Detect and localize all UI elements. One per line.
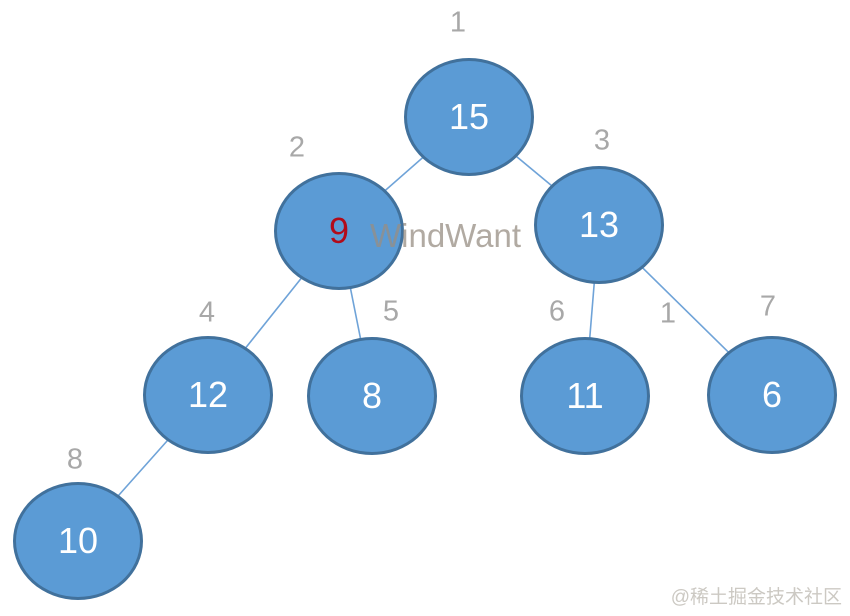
- node-value: 11: [566, 375, 604, 416]
- order-label-2: 2: [288, 131, 306, 164]
- node-value-highlighted: 9: [328, 210, 350, 251]
- order-label-3: 3: [593, 124, 611, 157]
- order-label-6: 6: [548, 295, 566, 328]
- tree-node-9: 9: [274, 172, 404, 290]
- watermark-windwant: WindWant: [370, 217, 521, 254]
- tree-node-11: 11: [520, 337, 650, 455]
- watermark-juejin-community: @稀土掘金技术社区: [670, 587, 842, 608]
- node-value: 6: [761, 374, 783, 415]
- tree-node-10: 10: [13, 482, 143, 600]
- node-value: 12: [187, 374, 229, 415]
- order-label-5: 5: [382, 295, 400, 328]
- node-value: 10: [57, 520, 99, 561]
- tree-node-12: 12: [143, 336, 273, 454]
- node-value: 15: [448, 96, 490, 137]
- tree-node-8: 8: [307, 337, 437, 455]
- node-value: 13: [578, 204, 620, 245]
- tree-node-15: 15: [404, 58, 534, 176]
- order-label-8: 8: [66, 443, 84, 476]
- node-value: 8: [361, 375, 383, 416]
- order-label-1: 1: [449, 6, 467, 39]
- order-label-4: 4: [198, 296, 216, 329]
- order-label-extra: 1: [659, 297, 677, 330]
- tree-node-6: 6: [707, 336, 837, 454]
- tree-node-13: 13: [534, 166, 664, 284]
- order-label-7: 7: [759, 290, 777, 323]
